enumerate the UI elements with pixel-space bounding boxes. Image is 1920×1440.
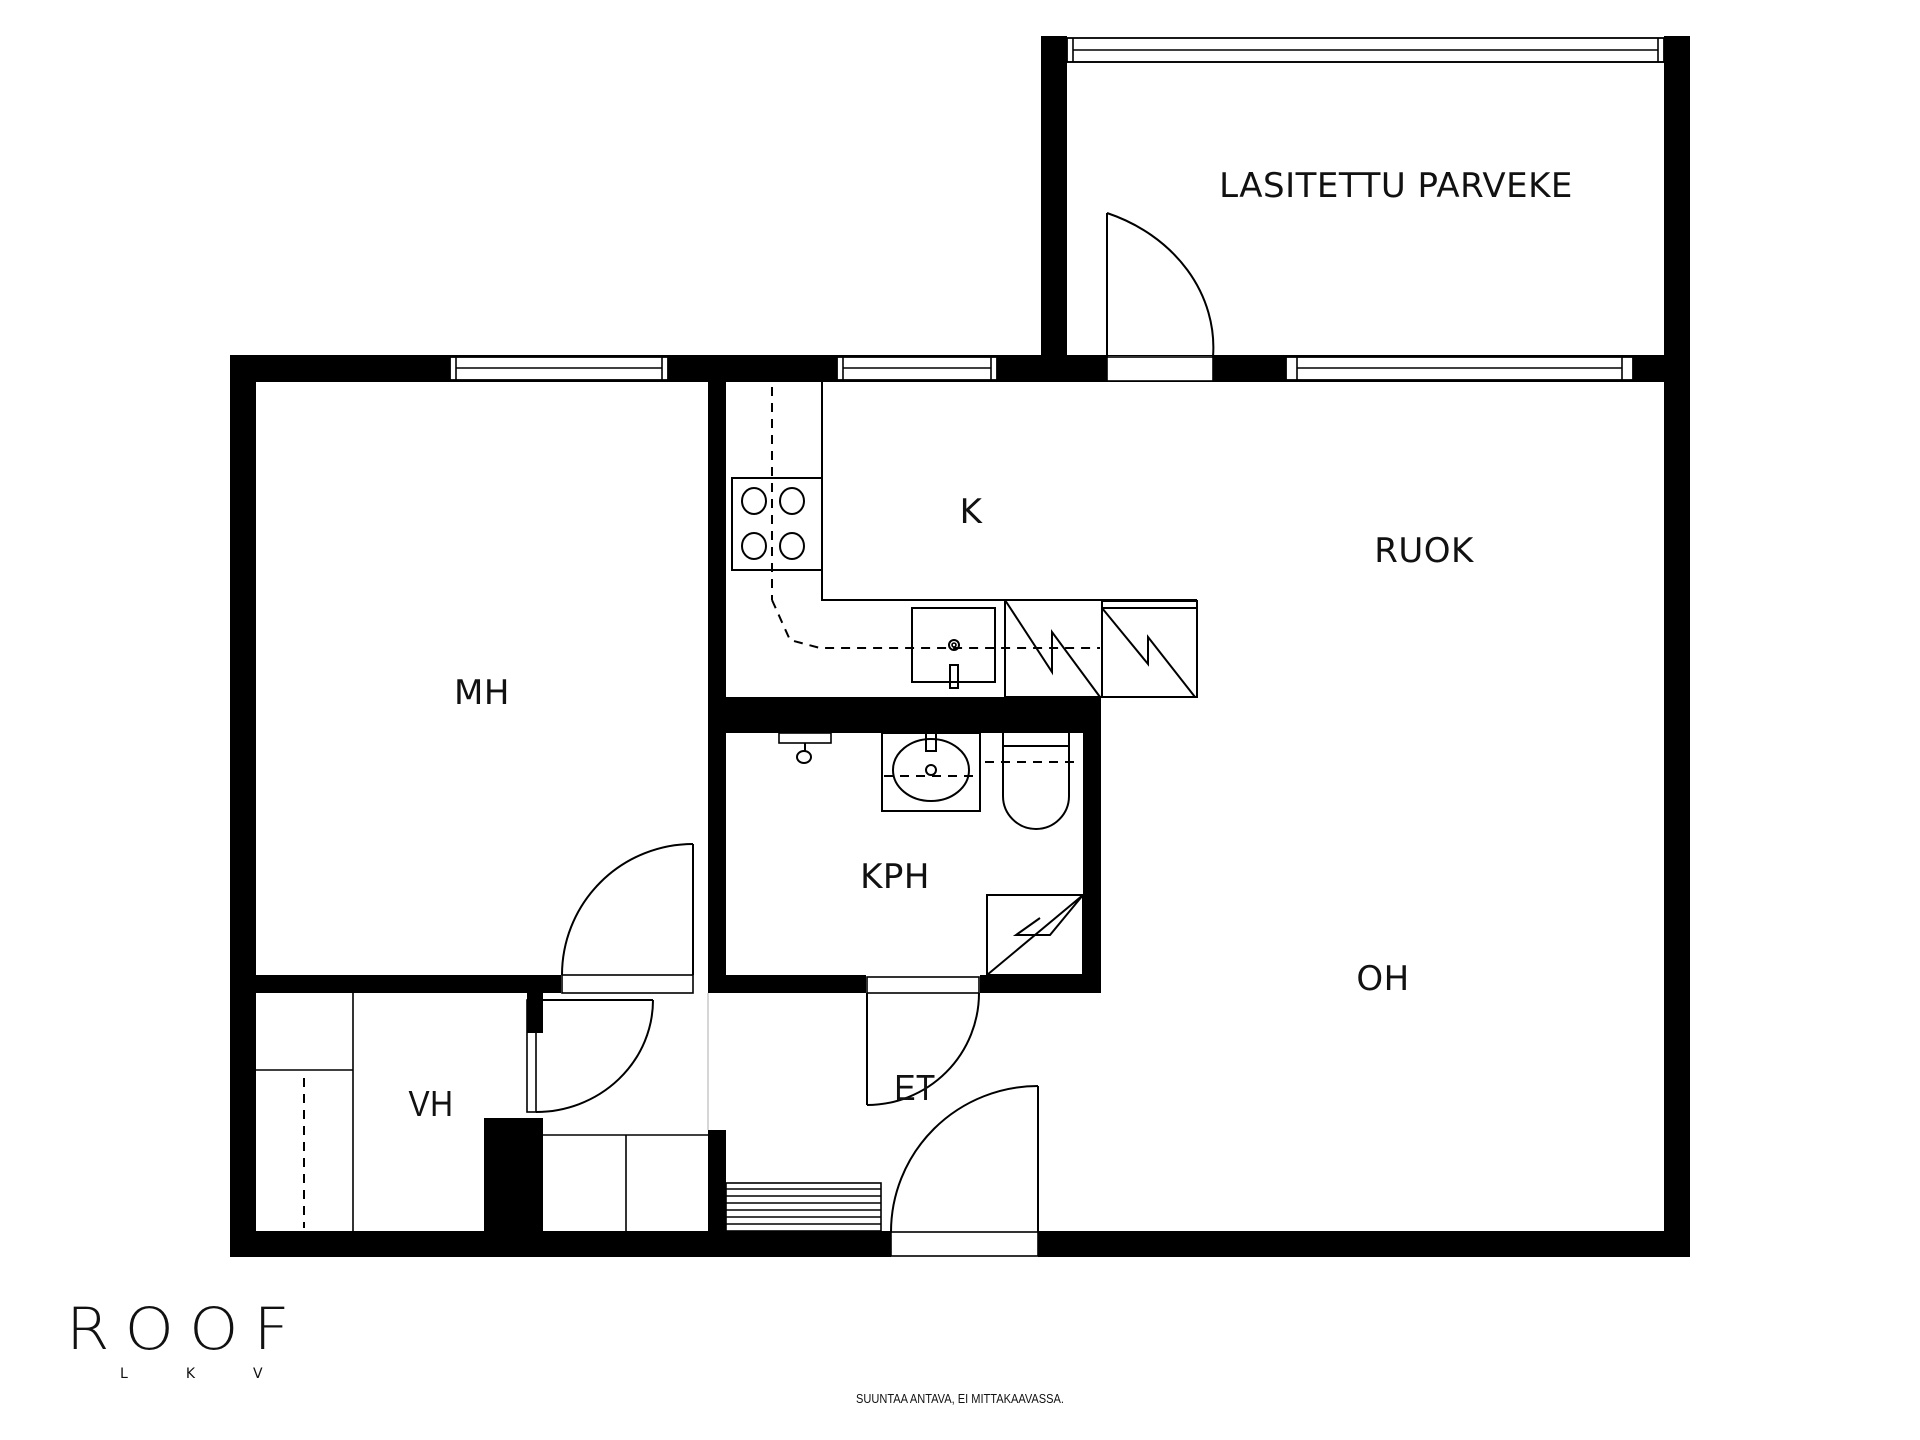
brand-name: ROOF bbox=[66, 1295, 305, 1363]
bathroom-door bbox=[866, 976, 980, 1106]
bedroom-door bbox=[561, 843, 694, 994]
room-label-bedroom: MH bbox=[454, 673, 510, 713]
balcony-door bbox=[1106, 212, 1223, 382]
brand-sub-letter: L bbox=[120, 1366, 128, 1382]
brand-sub-letter: K bbox=[185, 1366, 195, 1382]
room-label-closet: VH bbox=[408, 1083, 454, 1124]
shoe-rack bbox=[725, 1182, 882, 1232]
room-label-dining: RUOK bbox=[1374, 531, 1474, 571]
entrance-door bbox=[890, 1085, 1039, 1258]
stove-icon bbox=[731, 477, 823, 571]
room-label-kitchen: K bbox=[959, 492, 983, 532]
bath-sink-icon bbox=[881, 732, 981, 812]
bath-cabinet-icon bbox=[986, 894, 1084, 976]
toilet-icon bbox=[985, 715, 1080, 830]
room-label-living: OH bbox=[1356, 959, 1410, 999]
balcony-walls bbox=[1041, 36, 1690, 382]
closet-shelving bbox=[256, 993, 354, 1231]
balcony-glazing bbox=[1066, 37, 1665, 63]
brand-subtitle: L K V bbox=[120, 1366, 287, 1382]
brand-logo: ROOF L K V bbox=[66, 1300, 290, 1382]
room-label-balcony: LASITETTU PARVEKE bbox=[1219, 166, 1573, 206]
hallway-wardrobe bbox=[543, 993, 709, 1231]
room-label-bathroom: KPH bbox=[860, 857, 930, 897]
kitchen-counter bbox=[771, 382, 1198, 697]
shower-fixture-icon bbox=[778, 732, 832, 764]
disclaimer-text: SUUNTAA ANTAVA, EI MITTAKAAVASSA. bbox=[856, 1391, 1064, 1406]
fridge-icon bbox=[1101, 600, 1198, 698]
windows-top bbox=[449, 356, 1634, 381]
room-label-hallway: ET bbox=[894, 1067, 936, 1108]
closet-door bbox=[526, 999, 654, 1113]
brand-sub-letter: V bbox=[253, 1366, 263, 1382]
kitchen-sink-icon bbox=[911, 607, 996, 689]
